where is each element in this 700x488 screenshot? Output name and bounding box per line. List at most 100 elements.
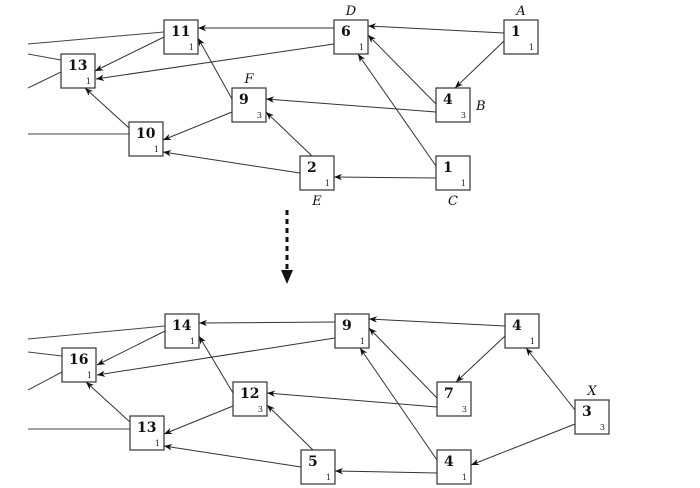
node-t11: 111 — [163, 19, 199, 55]
node-weight: 3 — [461, 111, 466, 120]
node-t1c: 11C — [435, 155, 471, 209]
node-weight: 1 — [154, 145, 159, 154]
node-box — [60, 53, 96, 89]
node-weight: 1 — [155, 439, 160, 448]
node-weight: 1 — [189, 43, 194, 52]
node-value: 3 — [582, 404, 592, 420]
node-b4a: 41 — [504, 313, 540, 349]
edge-b7-to-b9 — [368, 327, 438, 399]
node-value: 9 — [342, 318, 352, 334]
edge-b4c-to-b9 — [359, 347, 438, 461]
edge-b7-to-b12 — [266, 390, 438, 408]
node-box — [334, 313, 370, 349]
edge-b13-to-b16 — [85, 381, 131, 423]
node-value: 4 — [444, 454, 454, 470]
edge-t1c-to-t6 — [357, 53, 437, 167]
arrow-down-icon — [281, 270, 293, 284]
node-label: E — [311, 194, 322, 209]
node-b13: 131 — [129, 415, 165, 451]
node-b14: 141 — [164, 313, 200, 349]
node-weight: 1 — [359, 43, 364, 52]
edge-t2-to-t10 — [162, 150, 301, 174]
node-label: C — [448, 194, 458, 209]
node-weight: 1 — [325, 179, 330, 188]
edge-b9-to-b14 — [198, 319, 336, 327]
node-value: 13 — [137, 420, 156, 436]
offscreen-edge-stub — [27, 351, 63, 357]
node-b7: 73 — [436, 381, 472, 417]
node-t10: 101 — [128, 121, 164, 157]
node-value: 1 — [511, 24, 521, 40]
node-value: 2 — [307, 160, 317, 176]
node-weight: 3 — [600, 423, 605, 432]
edge-t11-to-t13 — [94, 36, 165, 72]
node-box — [504, 313, 540, 349]
offscreen-edge-stub — [27, 371, 63, 391]
nodes: 11113161D11A93F43B10121E11C1411619141123… — [60, 4, 610, 485]
node-box — [129, 415, 165, 451]
node-b16: 161 — [61, 347, 97, 383]
edge-t4-to-t6 — [367, 34, 437, 105]
node-b4c: 41 — [436, 449, 472, 485]
node-weight: 3 — [257, 111, 262, 120]
edge-b3-to-b4a — [525, 347, 576, 411]
edge-t6-to-t13 — [95, 43, 335, 82]
node-label: X — [586, 384, 597, 399]
node-weight: 1 — [86, 77, 91, 86]
node-weight: 1 — [87, 371, 92, 380]
edge-b3-to-b4c — [470, 423, 576, 466]
node-box — [574, 399, 610, 435]
edge-b5-to-b12 — [266, 404, 314, 451]
node-weight: 1 — [530, 337, 535, 346]
edge-t4-to-t9 — [265, 96, 437, 113]
node-box — [163, 19, 199, 55]
node-value: 13 — [68, 58, 87, 74]
node-t2: 21E — [299, 155, 335, 209]
offscreen-edge-stub — [27, 31, 165, 45]
node-value: 5 — [308, 454, 318, 470]
node-value: 10 — [136, 126, 156, 142]
node-box — [128, 121, 164, 157]
node-weight: 1 — [360, 337, 365, 346]
edge-t9-to-t10 — [162, 111, 233, 141]
node-value: 4 — [443, 92, 453, 108]
node-value: 12 — [240, 386, 259, 402]
node-value: 9 — [239, 92, 249, 108]
node-weight: 1 — [326, 473, 331, 482]
node-value: 14 — [172, 318, 192, 334]
node-box — [232, 381, 268, 417]
node-box — [435, 155, 471, 191]
edge-t10-to-t13 — [84, 87, 130, 129]
edge-t9-to-t11 — [197, 37, 233, 100]
edge-b4a-to-b9 — [368, 316, 506, 327]
node-box — [61, 347, 97, 383]
node-box — [164, 313, 200, 349]
node-value: 1 — [443, 160, 453, 176]
node-weight: 1 — [461, 179, 466, 188]
node-label: F — [243, 72, 254, 87]
node-t6: 61D — [333, 4, 369, 55]
node-label: B — [475, 99, 486, 114]
edge-b5-to-b13 — [163, 444, 302, 468]
edge-t1a-to-t4 — [454, 40, 505, 89]
node-b12: 123 — [232, 381, 268, 417]
node-box — [436, 381, 472, 417]
node-weight: 1 — [462, 473, 467, 482]
node-b3: 33 X — [574, 384, 610, 435]
offscreen-edge-stub — [27, 325, 166, 340]
node-weight: 3 — [258, 405, 263, 414]
offscreen-edge-stubs — [27, 31, 166, 430]
edge-b4a-to-b7 — [455, 335, 506, 383]
node-t9: 93 F — [231, 72, 267, 123]
edge-b4c-to-b5 — [334, 467, 438, 475]
node-b9: 91 — [334, 313, 370, 349]
node-weight: 1 — [190, 337, 195, 346]
node-value: 16 — [69, 352, 88, 368]
node-box — [436, 449, 472, 485]
node-weight: 3 — [462, 405, 467, 414]
node-t13: 131 — [60, 53, 96, 89]
node-b5: 51 — [300, 449, 336, 485]
node-value: 6 — [341, 24, 351, 40]
node-box — [333, 19, 369, 55]
